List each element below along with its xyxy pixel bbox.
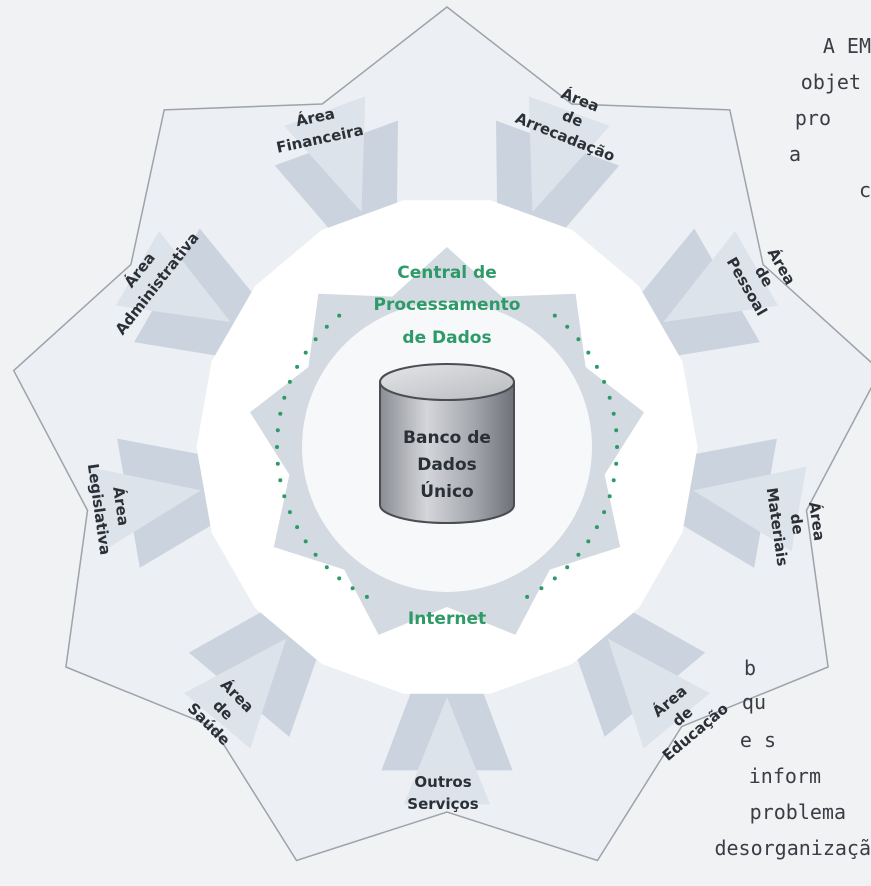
- ring-dot: [525, 594, 530, 599]
- ring-dot: [565, 565, 570, 570]
- ring-dot: [313, 337, 318, 342]
- spoke-highlight: [284, 96, 366, 213]
- ring-dot: [552, 313, 557, 318]
- ring-dot: [275, 445, 279, 449]
- database-label-line-1: Banco de: [403, 428, 491, 448]
- ring-dot: [615, 445, 619, 449]
- center-title-line-3: de Dados: [402, 328, 491, 348]
- ring-dot: [576, 552, 581, 557]
- internet-label: Internet: [408, 609, 486, 629]
- ring-dot: [565, 324, 570, 329]
- ring-dot: [287, 510, 292, 515]
- ring-dot: [611, 478, 616, 483]
- ring-dot: [282, 395, 287, 400]
- spoke-highlight: [663, 230, 779, 322]
- spoke-highlight: [115, 230, 231, 322]
- spoke-highlight: [184, 638, 287, 749]
- svg-text:Serviços: Serviços: [407, 795, 478, 813]
- ring-dot: [350, 586, 355, 591]
- ring-dot: [602, 379, 607, 384]
- ring-dot: [552, 576, 557, 581]
- ring-dot: [303, 350, 308, 355]
- ring-dot: [576, 337, 581, 342]
- svg-text:Outros: Outros: [414, 773, 471, 791]
- ring-dot: [586, 539, 591, 544]
- ring-dot: [594, 525, 599, 530]
- spoke-highlight: [607, 638, 710, 749]
- svg-text:de: de: [787, 512, 808, 535]
- ring-dot: [539, 586, 544, 591]
- ring-dot: [607, 494, 612, 499]
- ring-dot: [303, 539, 308, 544]
- spoke-highlight: [693, 466, 807, 552]
- ring-dot: [337, 313, 342, 318]
- ring-dot: [614, 461, 619, 466]
- center-title-line-1: Central de: [397, 263, 497, 283]
- ring-dot: [295, 525, 300, 530]
- ring-dot: [287, 379, 292, 384]
- database-cylinder-icon: [379, 363, 515, 524]
- ring-dot: [278, 411, 283, 416]
- ring-dot: [278, 478, 283, 483]
- ring-dot: [614, 428, 619, 433]
- ring-dot: [275, 461, 280, 466]
- ring-dot: [295, 364, 300, 369]
- ring-dot: [586, 350, 591, 355]
- ring-dot: [364, 594, 369, 599]
- area-label-outros-servicos: Outros Serviços: [407, 773, 478, 813]
- database-label-line-3: Único: [420, 480, 474, 502]
- ring-dot: [594, 364, 599, 369]
- ring-dot: [324, 324, 329, 329]
- ring-dot: [337, 576, 342, 581]
- ring-dot: [275, 428, 280, 433]
- center-title-line-2: Processamento: [374, 295, 521, 315]
- database-label-line-2: Dados: [417, 455, 477, 475]
- ring-dot: [607, 395, 612, 400]
- spoke-highlight: [87, 466, 201, 552]
- ring-dot: [282, 494, 287, 499]
- spoke-highlight: [403, 697, 491, 805]
- ring-dot: [611, 411, 616, 416]
- ring-dot: [324, 565, 329, 570]
- area-label-materiais: Área de Materiais: [763, 486, 830, 567]
- ring-dot: [602, 510, 607, 515]
- spoke-highlight: [528, 96, 610, 213]
- dotted-ring: [275, 313, 619, 599]
- ring-dot: [313, 552, 318, 557]
